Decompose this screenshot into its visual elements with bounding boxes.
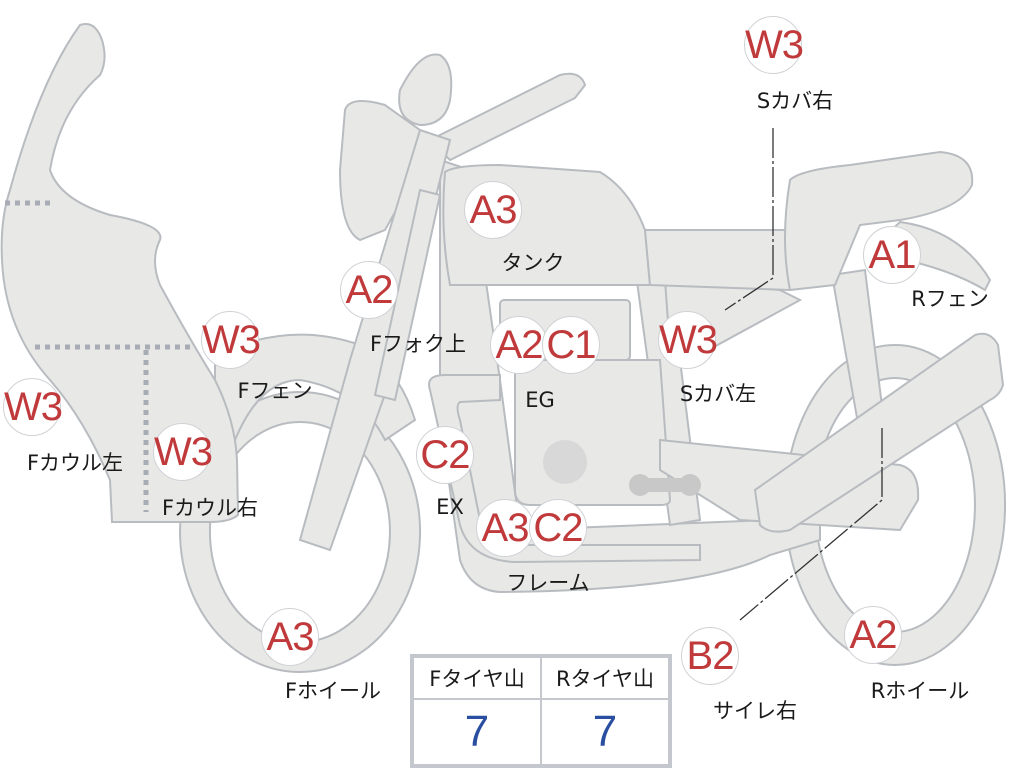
part-label-front-cowl-right: Fカウル右 [161,496,259,520]
part-label-tank: タンク [501,251,565,275]
rear-tire-header: Rタイヤ山 [541,657,669,699]
grade-badge: C2 [416,426,474,484]
leader-line-silencer-right [739,428,883,621]
grade-badge: W3 [658,311,718,369]
grade-badge: B2 [681,627,739,685]
part-label-rear-fender: Rフェン [911,287,989,311]
muffler [753,332,1005,533]
grade-badge: A2 [340,261,398,319]
grade-badge: C2 [529,499,587,557]
part-label-frame: フレーム [506,571,590,595]
part-label-front-wheel: Fホイール [284,679,382,703]
front-tire-header: Fタイヤ山 [413,657,541,699]
grade-badge: A3 [476,499,534,557]
part-label-front-cowl-left: Fカウル左 [26,451,124,475]
front-cowl [0,23,240,523]
rear-tire-value: 7 [541,699,669,765]
part-label-s-cover-right: Sカバ右 [756,89,834,113]
seat [784,150,974,292]
leader-line-s-cover-right [724,128,774,311]
front-tire-value: 7 [413,699,541,765]
grade-badge: W3 [201,311,261,369]
grade-badge: W3 [153,423,213,481]
part-label-s-cover-left: Sカバ左 [679,382,757,406]
grade-badge: A3 [464,181,522,239]
part-label-front-fender: Fフェン [237,379,313,403]
seat-front [643,229,791,292]
headlight [338,100,432,242]
part-label-engine: EG [525,388,555,412]
grade-badge: A2 [844,606,902,664]
grade-badge: W3 [3,378,63,436]
grade-badge: A1 [863,226,921,284]
mirror [398,53,453,127]
grade-badge: C1 [542,316,600,374]
part-label-front-fork-upper: Fフォク上 [369,332,467,356]
grade-badge: A2 [490,316,548,374]
part-label-rear-wheel: Rホイール [870,679,970,703]
engine-cover [543,440,587,484]
part-label-silencer-right: サイレ右 [713,699,797,723]
part-label-exhaust: EX [436,495,464,519]
fork-inner [373,188,442,402]
grade-badge: W3 [744,16,804,74]
handlebar [428,72,587,162]
tire-tread-table: Fタイヤ山 Rタイヤ山 7 7 [410,654,672,768]
grade-badge: A3 [261,608,319,666]
